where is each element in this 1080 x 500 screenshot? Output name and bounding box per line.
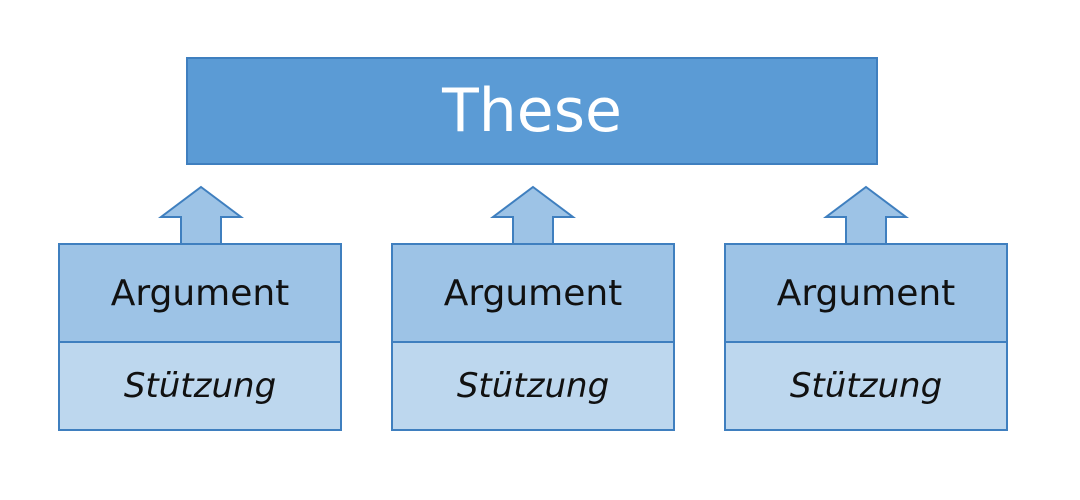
- up-arrow-icon: [158, 185, 244, 245]
- support-label: Stützung: [456, 366, 610, 406]
- thesis-label: These: [442, 76, 622, 146]
- up-arrow-icon: [490, 185, 576, 245]
- up-arrow-shape: [158, 185, 244, 245]
- thesis-box: These: [186, 57, 878, 165]
- support-label: Stützung: [789, 366, 943, 406]
- argument-label: Argument: [776, 272, 956, 314]
- support-box: Stützung: [391, 341, 675, 431]
- argument-label: Argument: [110, 272, 290, 314]
- up-arrow-icon: [823, 185, 909, 245]
- up-arrow-shape: [490, 185, 576, 245]
- argument-group: Argument Stützung: [58, 243, 342, 431]
- argument-box: Argument: [391, 243, 675, 343]
- support-box: Stützung: [58, 341, 342, 431]
- argument-box: Argument: [58, 243, 342, 343]
- argument-label: Argument: [443, 272, 623, 314]
- up-arrow-shape: [823, 185, 909, 245]
- argument-group: Argument Stützung: [724, 243, 1008, 431]
- argument-box: Argument: [724, 243, 1008, 343]
- argument-group: Argument Stützung: [391, 243, 675, 431]
- support-label: Stützung: [123, 366, 277, 406]
- support-box: Stützung: [724, 341, 1008, 431]
